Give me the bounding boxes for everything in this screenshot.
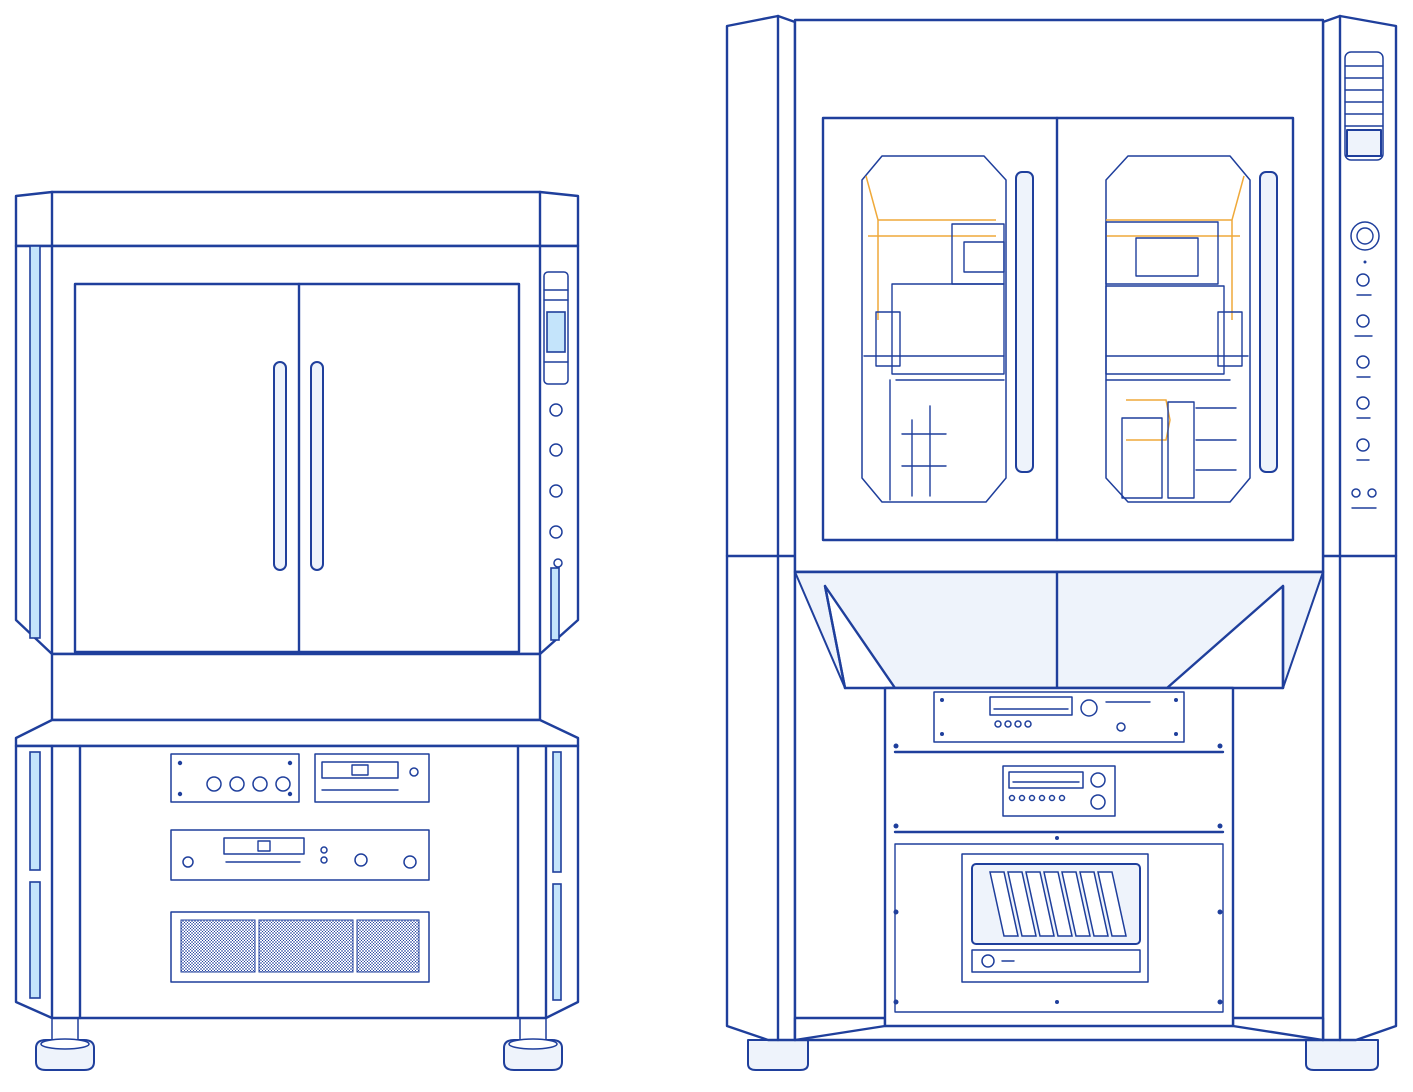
- side-button-1[interactable]: [549, 403, 563, 417]
- vent-control-strip: [971, 949, 1141, 973]
- door-handle-right[interactable]: [310, 361, 324, 571]
- knob-2[interactable]: [229, 776, 245, 792]
- emergency-stop-button[interactable]: [1350, 221, 1380, 251]
- rack-unit-receiver: [1002, 765, 1116, 817]
- left-cabinet-feet: [35, 1017, 563, 1071]
- left-signal-tower: [543, 271, 569, 385]
- left-vent-grill: [170, 911, 430, 983]
- side-control-1[interactable]: [1356, 273, 1370, 287]
- left-top-cap: [14, 190, 580, 248]
- display-knob[interactable]: [409, 767, 419, 777]
- window-left: [861, 155, 1007, 503]
- left-belt: [14, 718, 580, 748]
- knob-4[interactable]: [275, 776, 291, 792]
- knob-1[interactable]: [206, 776, 222, 792]
- side-button-4[interactable]: [549, 525, 563, 539]
- left-light-strip-lower-1: [29, 751, 41, 871]
- window-right: [1105, 155, 1251, 503]
- vent-power-button[interactable]: [981, 954, 995, 968]
- side-control-2[interactable]: [1356, 314, 1370, 328]
- window-right-handle[interactable]: [1259, 171, 1278, 473]
- left-side-buttons: [549, 403, 563, 641]
- foot-pad-right-cab-right: [1305, 1039, 1379, 1071]
- side-control-3[interactable]: [1356, 355, 1370, 369]
- left-light-strip-lower-2: [29, 881, 41, 999]
- rack-display: [989, 696, 1073, 716]
- receiver-display: [1008, 771, 1084, 789]
- knob-3[interactable]: [252, 776, 268, 792]
- side-button-2[interactable]: [549, 443, 563, 457]
- receiver-knob[interactable]: [1090, 794, 1106, 810]
- control-panel-wide: [170, 829, 430, 881]
- right-cabinet-feet: [747, 1039, 1379, 1071]
- left-door-frame: [73, 282, 521, 654]
- side-indicator-1: [1351, 488, 1361, 498]
- right-cabinet: [725, 14, 1398, 1071]
- side-key-switch[interactable]: [553, 558, 563, 568]
- right-light-strip-lower-1: [552, 751, 562, 873]
- side-indicator-2: [1367, 488, 1377, 498]
- panel-knob-mid[interactable]: [354, 853, 368, 867]
- foot-pad-right-cab-left: [747, 1039, 809, 1071]
- control-panel-display: [314, 753, 430, 803]
- control-panel-knobs: [170, 753, 300, 803]
- window-left-handle[interactable]: [1015, 171, 1034, 473]
- rack-unit-vent: [961, 853, 1149, 983]
- right-cab-right-column: [1321, 14, 1398, 1042]
- side-control-4[interactable]: [1356, 396, 1370, 410]
- side-control-5[interactable]: [1356, 438, 1370, 452]
- rack-main-knob[interactable]: [1080, 699, 1098, 717]
- wide-display: [223, 837, 305, 855]
- panel-button-left[interactable]: [182, 856, 194, 868]
- left-mid-ledge: [50, 652, 542, 722]
- left-light-strip-upper: [29, 245, 41, 639]
- left-cabinet: [14, 190, 580, 1071]
- right-cab-left-column: [725, 14, 797, 1042]
- display-screen: [321, 761, 399, 779]
- rack-unit-main: [933, 691, 1185, 743]
- side-button-3[interactable]: [549, 484, 563, 498]
- right-side-controls: [1350, 221, 1380, 509]
- right-light-strip-lower-2: [552, 883, 562, 1001]
- panel-knob-right[interactable]: [403, 855, 417, 869]
- door-handle-left[interactable]: [273, 361, 287, 571]
- right-signal-tower: [1344, 51, 1384, 161]
